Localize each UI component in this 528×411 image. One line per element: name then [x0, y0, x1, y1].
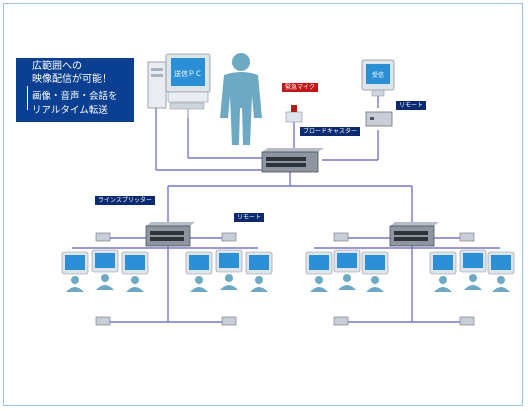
remote-mini-icon — [459, 232, 475, 242]
receiver-screen-label: 受信 — [372, 71, 384, 79]
receiver-terminal-icon — [459, 249, 487, 290]
receiver-terminals — [61, 249, 515, 292]
receiver-terminal-icon — [333, 249, 361, 290]
connection-lines — [72, 96, 500, 323]
remote-unit-top-icon — [365, 111, 393, 127]
receiver-terminal-icon — [245, 251, 273, 292]
sender-pc-monitor-icon: 送信ＰＣ — [165, 53, 211, 118]
banner-line-1: 広範囲への — [32, 61, 82, 72]
remote-mini-icon — [221, 232, 237, 242]
remote-label-mid: リモート — [234, 213, 265, 222]
remote-mini-boxes — [95, 232, 475, 326]
banner-line-2: 映像配信が可能！ — [32, 74, 112, 85]
remote-mini-icon — [95, 316, 111, 326]
receiver-terminal-icon — [91, 249, 119, 290]
remote-mini-icon — [95, 232, 111, 242]
server-tower-icon — [147, 61, 167, 109]
remote-mini-icon — [333, 232, 349, 242]
remote-label-top: リモート — [396, 101, 427, 110]
receiver-terminal-icon — [185, 251, 213, 292]
emergency-mic-icon — [285, 105, 303, 123]
receiver-terminal-icon — [361, 251, 389, 292]
remote-mini-icon — [459, 316, 475, 326]
banner-line-4: リアルタイム転送 — [32, 105, 108, 116]
remote-mini-icon — [221, 316, 237, 326]
sender-pc-label: 送信ＰＣ — [174, 69, 202, 78]
receiver-monitor-icon: 受信 — [361, 59, 395, 97]
banner-divider — [27, 86, 28, 110]
line-splitter-label: ラインスプリッター — [95, 196, 155, 205]
emergency-mic-label: 緊急マイク — [282, 83, 318, 92]
receiver-terminal-icon — [487, 251, 515, 292]
remote-mini-icon — [333, 316, 349, 326]
line-splitter-right-icon — [389, 222, 439, 247]
receiver-terminal-icon — [215, 249, 243, 290]
receiver-terminal-icon — [429, 251, 457, 292]
banner-line-3: 画像・音声・会話を — [32, 91, 118, 102]
receiver-terminal-icon — [305, 251, 333, 292]
headline-banner: 広範囲への 映像配信が可能！ 画像・音声・会話を リアルタイム転送 — [16, 58, 134, 122]
receiver-terminal-icon — [121, 251, 149, 292]
broadcaster-switch-icon — [261, 148, 324, 173]
person-icon — [220, 53, 262, 145]
receiver-terminal-icon — [61, 251, 89, 292]
broadcaster-label: ブロードキャスター — [300, 127, 361, 136]
line-splitter-left-icon — [145, 222, 195, 247]
